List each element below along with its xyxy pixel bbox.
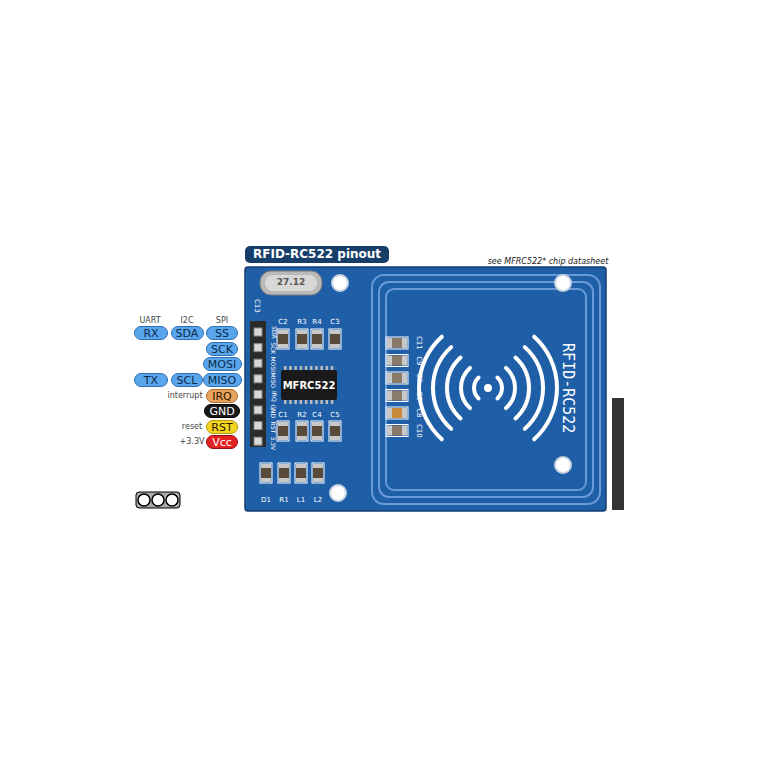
pin-name: SDA (176, 327, 199, 340)
cc-logo (136, 492, 180, 508)
silkscreen-label: C9 (414, 356, 422, 365)
pin-pill: RX (134, 326, 168, 340)
smd-parts (260, 329, 408, 483)
header-pins (254, 328, 262, 445)
silkscreen-label: C2 (278, 319, 287, 327)
silkscreen-label: C1 (278, 412, 287, 420)
silkscreen-label: D1 (261, 497, 271, 505)
pin-pill: SS (206, 326, 238, 340)
pin-name: GND (209, 405, 234, 418)
crystal (260, 271, 322, 295)
silkscreen-label: R3 (297, 319, 306, 327)
silkscreen-label: SDA (270, 326, 277, 338)
pin-pill: MOSI (203, 357, 242, 371)
silkscreen-label: C10 (414, 424, 422, 438)
pin-name: MOSI (208, 358, 236, 371)
pin-pill: TX (134, 373, 168, 387)
silkscreen-label: IRQ (270, 391, 277, 402)
pin-name: MISO (208, 374, 236, 387)
pcb-board (245, 267, 606, 511)
silkscreen-label: C5 (330, 412, 339, 420)
title-banner: RFID-RC522 pinout (245, 246, 389, 263)
credit-strip (612, 398, 624, 510)
note-text: see MFRC522* chip datasheet (488, 258, 609, 267)
pin-pill: SCL (171, 373, 203, 387)
chip-body (281, 370, 337, 400)
silkscreen-label: R1 (279, 497, 288, 505)
pin-name: RX (143, 327, 158, 340)
silkscreen-label: C11 (414, 336, 422, 350)
silkscreen-label: C4 (312, 412, 321, 420)
silkscreen-label: GND (270, 404, 277, 418)
pin-pill: MISO (203, 373, 242, 387)
pin-name: SCK (211, 343, 233, 356)
pin-name: RST (211, 421, 232, 434)
silkscreen-label: L2 (314, 497, 322, 505)
silkscreen-label: RFID-RC522 (560, 343, 577, 433)
silkscreen-label: C7 (414, 373, 422, 382)
antenna-coil (372, 275, 600, 504)
chip-body-label: MFRC522 (278, 378, 341, 392)
pin-name: MFRC522 (283, 380, 336, 391)
pin-pill: SCK (206, 342, 238, 356)
pin-header (250, 321, 266, 447)
silkscreen-label: C6 (414, 391, 422, 400)
silkscreen-label: SCK (270, 342, 277, 354)
pin-pill: SDA (171, 326, 204, 340)
wave-center (484, 384, 492, 392)
protocol-label: I2C (180, 317, 193, 326)
silkscreen-label: L1 (297, 497, 305, 505)
pin-name: SCL (177, 374, 198, 387)
pin-pill: Vcc (206, 435, 238, 449)
silkscreen-label: MOSI (270, 356, 277, 371)
silkscreen-label: 27.12 (277, 278, 305, 288)
silkscreen-label: R4 (312, 319, 321, 327)
rfid-waves (419, 337, 557, 440)
pin-pill: RST (206, 420, 238, 434)
protocol-label: reset (182, 423, 202, 432)
silkscreen-label: R2 (297, 412, 306, 420)
pin-pill: GND (204, 404, 240, 418)
protocol-label: +3.3V (180, 438, 205, 447)
protocol-label: interrupt (167, 392, 202, 401)
silkscreen-label: RST (270, 421, 277, 433)
silkscreen-label: 3.3V (270, 436, 277, 450)
crystal-top (265, 275, 317, 291)
pin-name: IRQ (212, 390, 232, 403)
silkscreen-label: C13 (252, 299, 260, 313)
pin-name: Vcc (212, 436, 232, 449)
pin-name: SS (215, 327, 229, 340)
silkscreen-label: C8 (414, 408, 422, 417)
pin-name: TX (144, 374, 158, 387)
mount-holes (330, 275, 571, 501)
protocol-label: SPI (216, 317, 228, 326)
silkscreen-label: C3 (330, 319, 339, 327)
pin-pill: IRQ (206, 389, 238, 403)
silkscreen-label: MISO (270, 372, 277, 387)
protocol-label: UART (139, 317, 160, 326)
